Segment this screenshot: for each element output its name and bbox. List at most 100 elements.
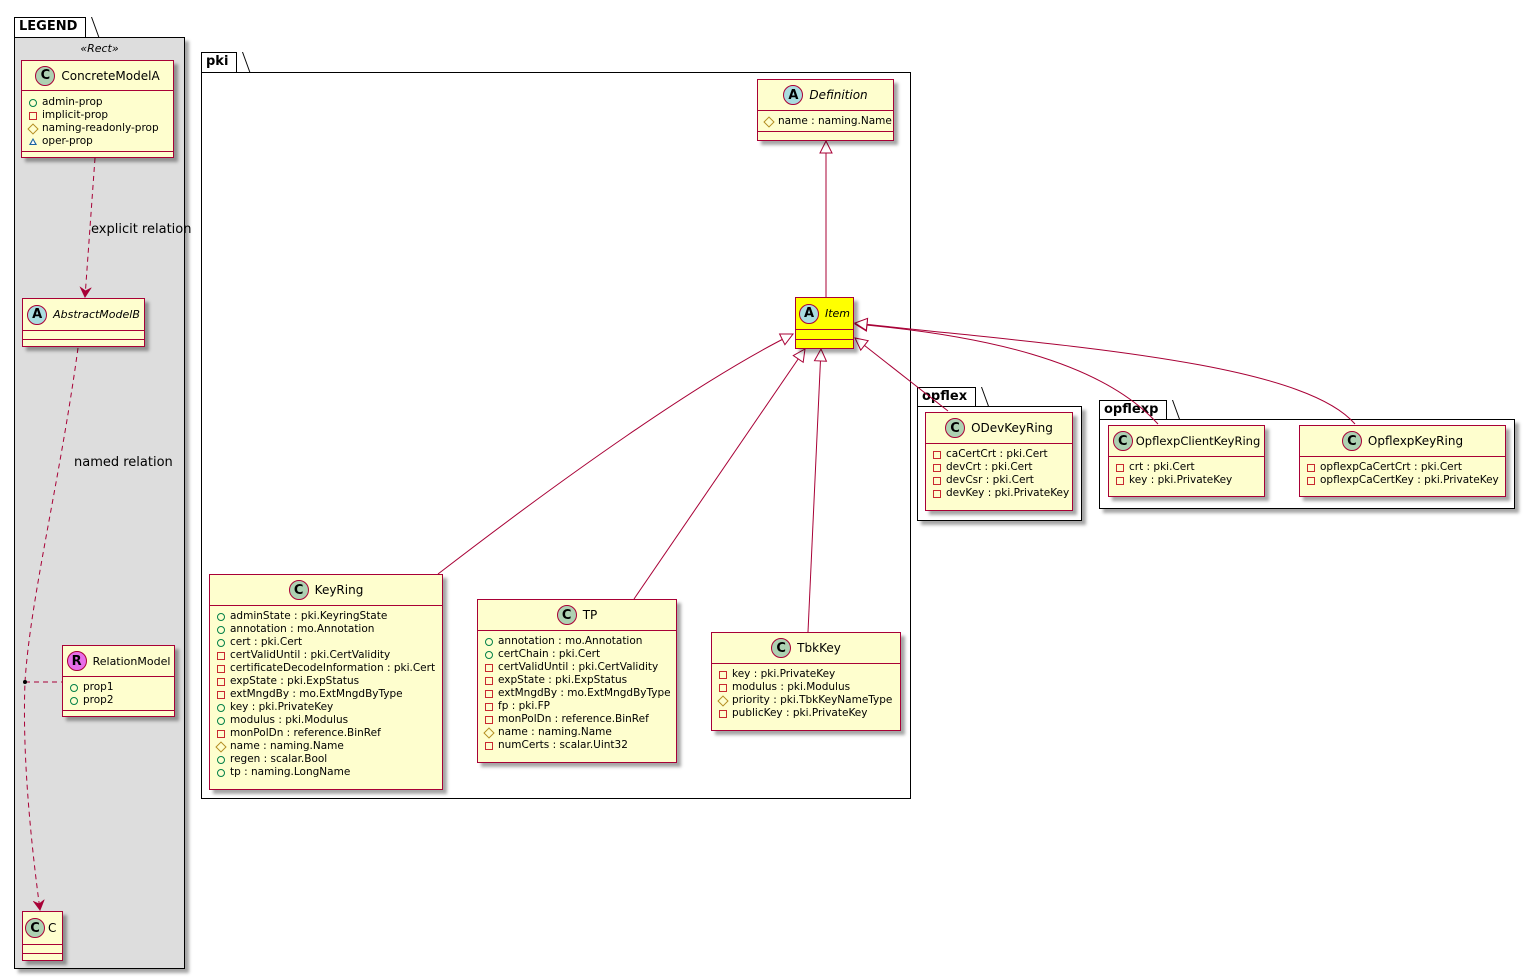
attr-row: devCrt : pki.Cert	[932, 461, 1072, 474]
attr-text: prop1	[83, 681, 114, 693]
edge-tbkkey-item	[807, 349, 821, 633]
class-name: RelationModel	[92, 654, 171, 668]
class-tbkkey[interactable]: C TbkKey key : pki.PrivateKey modulus : …	[711, 632, 901, 731]
class-name: C	[48, 921, 57, 935]
attr-text: fp : pki.FP	[498, 700, 550, 712]
attr-text: key : pki.PrivateKey	[1129, 474, 1233, 486]
attr-row: fp : pki.FP	[484, 700, 676, 713]
attr-text: modulus : pki.Modulus	[732, 681, 851, 693]
protected-visibility-icon	[27, 122, 39, 135]
class-concrete-model-a[interactable]: C ConcreteModelA admin-prop implicit-pro…	[21, 60, 174, 158]
attr-text: key : pki.PrivateKey	[230, 701, 334, 713]
private-visibility-icon	[933, 489, 941, 498]
attr-text: monPolDn : reference.BinRef	[498, 713, 649, 725]
attr-text: annotation : mo.Annotation	[230, 623, 375, 635]
class-opflexp-keyring[interactable]: C OpflexpKeyRing opflexpCaCertCrt : pki.…	[1299, 425, 1506, 497]
abstract-class-icon: A	[798, 303, 819, 324]
private-visibility-icon	[217, 664, 225, 673]
class-odevkeyring[interactable]: C ODevKeyRing caCertCrt : pki.Cert devCr…	[925, 412, 1073, 511]
attr-text: admin-prop	[42, 96, 103, 108]
attr-row: priority : pki.TbkKeyNameType	[717, 694, 900, 707]
private-visibility-icon	[719, 670, 727, 679]
legend-stereotype: «Rect»	[80, 42, 119, 55]
public-visibility-icon	[217, 768, 225, 777]
edge-odevkeyring-item	[855, 338, 949, 412]
class-name: KeyRing	[314, 583, 364, 597]
attribute-list: annotation : mo.Annotation certChain : p…	[478, 631, 676, 755]
class-abstract-model-b[interactable]: A AbstractModelB	[22, 298, 145, 347]
attr-row: devKey : pki.PrivateKey	[932, 487, 1072, 500]
attribute-list: prop1 prop2	[63, 677, 174, 711]
attr-text: opflexpCaCertCrt : pki.Cert	[1320, 461, 1463, 473]
protected-visibility-icon	[215, 740, 227, 753]
class-tp[interactable]: C TP annotation : mo.Annotation certChai…	[477, 599, 677, 763]
private-visibility-icon	[1116, 476, 1124, 485]
attribute-list: crt : pki.Cert key : pki.PrivateKey	[1109, 457, 1264, 490]
private-visibility-icon	[485, 676, 493, 685]
attr-row: extMngdBy : mo.ExtMngdByType	[484, 687, 676, 700]
attr-row: opflexpCaCertKey : pki.PrivateKey	[1306, 474, 1505, 487]
private-visibility-icon	[719, 683, 727, 692]
package-opflexp	[1099, 419, 1515, 509]
edge-keyring-item	[437, 334, 793, 575]
attr-text: certValidUntil : pki.CertValidity	[498, 661, 659, 673]
attr-row: devCsr : pki.Cert	[932, 474, 1072, 487]
class-relation-model[interactable]: R RelationModel prop1 prop2	[62, 645, 175, 717]
attr-row: monPolDn : reference.BinRef	[484, 713, 676, 726]
class-name: AbstractModelB	[53, 308, 140, 321]
attr-row: modulus : pki.Modulus	[216, 714, 442, 727]
class-name: ConcreteModelA	[61, 68, 160, 83]
attribute-list: adminState : pki.KeyringState annotation…	[210, 606, 442, 782]
attr-row: prop1	[69, 681, 174, 694]
class-opflexp-client-keyring[interactable]: C OpflexpClientKeyRing crt : pki.Cert ke…	[1108, 425, 1265, 497]
private-visibility-icon	[1116, 463, 1124, 472]
class-keyring[interactable]: C KeyRing adminState : pki.KeyringState …	[209, 574, 443, 790]
attr-row: annotation : mo.Annotation	[216, 623, 442, 636]
package-opflexp-label: opflexp	[1104, 402, 1159, 417]
attr-text: expState : pki.ExpStatus	[498, 674, 628, 686]
attr-row: implicit-prop	[28, 109, 173, 122]
class-definition[interactable]: A Definition name : naming.Name	[757, 79, 894, 141]
attr-text: name : naming.Name	[498, 726, 612, 738]
private-visibility-icon	[217, 677, 225, 686]
class-icon: C	[945, 418, 966, 438]
public-visibility-icon	[217, 638, 225, 647]
attr-row: annotation : mo.Annotation	[484, 635, 676, 648]
private-visibility-icon	[485, 702, 493, 711]
edge-clientkeyring-item	[855, 324, 1159, 425]
attribute-list: admin-prop implicit-prop naming-readonly…	[22, 91, 173, 152]
attr-text: regen : scalar.Bool	[230, 753, 328, 765]
private-visibility-icon	[485, 663, 493, 672]
attr-row: name : naming.Name	[763, 115, 893, 128]
class-icon: C	[556, 605, 577, 625]
class-name: TP	[582, 608, 598, 622]
attr-row: cert : pki.Cert	[216, 636, 442, 649]
attr-text: devCrt : pki.Cert	[946, 461, 1033, 473]
attr-row: adminState : pki.KeyringState	[216, 610, 442, 623]
attr-text: prop2	[83, 694, 114, 706]
attr-row: admin-prop	[28, 96, 173, 109]
relation-junction-dot	[23, 680, 27, 684]
named-relation-label: named relation	[74, 455, 173, 470]
public-visibility-icon	[217, 703, 225, 712]
class-icon: C	[25, 918, 45, 938]
private-visibility-icon	[719, 709, 727, 718]
protected-visibility-icon	[717, 694, 729, 707]
package-legend-label: LEGEND	[19, 19, 78, 34]
package-opflexp-tab: opflexp	[1099, 400, 1168, 420]
public-visibility-icon	[217, 625, 225, 634]
attr-row: prop2	[69, 694, 174, 707]
attr-row: expState : pki.ExpStatus	[216, 675, 442, 688]
attr-row: extMngdBy : mo.ExtMngdByType	[216, 688, 442, 701]
attr-text: extMngdBy : mo.ExtMngdByType	[498, 687, 671, 699]
attr-text: expState : pki.ExpStatus	[230, 675, 360, 687]
attr-row: regen : scalar.Bool	[216, 753, 442, 766]
attr-row: opflexpCaCertCrt : pki.Cert	[1306, 461, 1505, 474]
attribute-list: opflexpCaCertCrt : pki.Cert opflexpCaCer…	[1300, 457, 1505, 490]
class-item[interactable]: A Item	[795, 297, 854, 349]
attr-text: devKey : pki.PrivateKey	[946, 487, 1070, 499]
class-c[interactable]: C C	[22, 911, 63, 961]
attr-text: tp : naming.LongName	[230, 766, 351, 778]
public-visibility-icon	[217, 755, 225, 764]
class-icon: C	[35, 65, 56, 86]
